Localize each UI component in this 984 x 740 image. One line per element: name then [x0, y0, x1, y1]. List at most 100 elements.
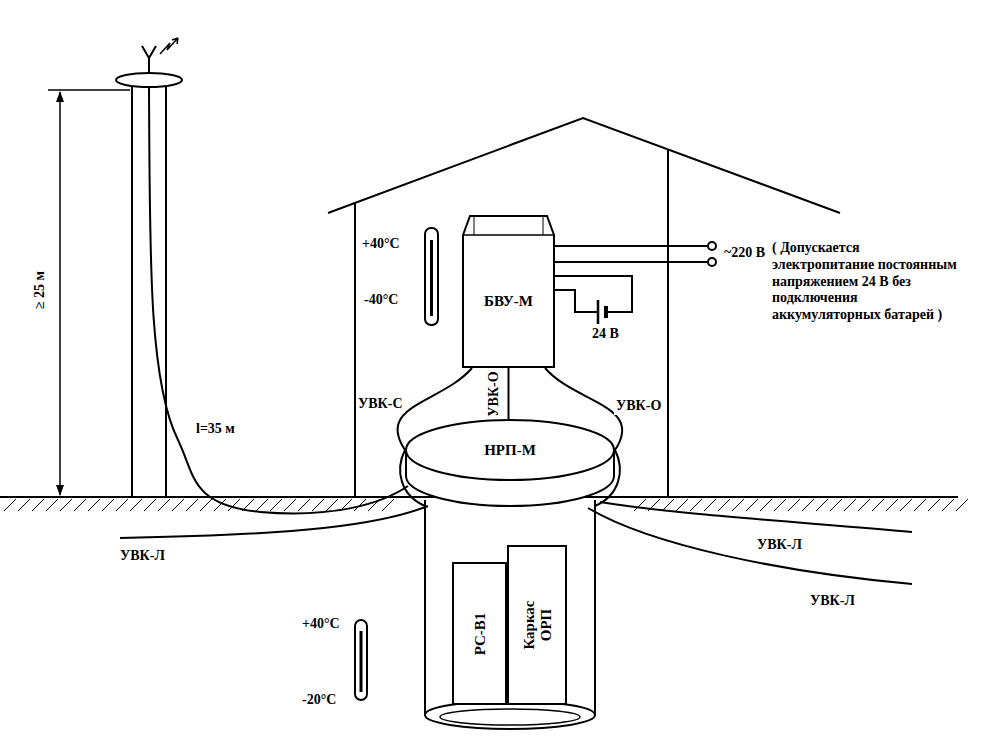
house-roof	[328, 118, 840, 213]
thermometer	[355, 620, 367, 700]
ground-hatch	[788, 499, 800, 511]
terminal	[708, 242, 716, 250]
temperature-label: +40°C	[360, 236, 402, 253]
ground-hatch	[928, 499, 940, 511]
repeater-housing: НРП-М	[405, 418, 615, 508]
power-wire	[555, 245, 708, 247]
well-bottom	[425, 701, 595, 729]
cable-label: УВК-О	[486, 369, 503, 418]
ground-hatch	[158, 499, 170, 511]
antenna-cable	[149, 86, 408, 513]
ground-hatch	[956, 499, 968, 511]
temperature-label: +40°C	[300, 616, 342, 633]
text-group: РС-В1	[471, 569, 488, 699]
cable-label: УВК-Л	[118, 548, 167, 565]
ground-hatch	[368, 499, 380, 511]
dimension-arrow	[56, 485, 64, 496]
dimension-arrow	[56, 91, 64, 102]
ground-hatch	[676, 499, 688, 511]
ground-hatch	[60, 499, 72, 511]
dimension-tick	[48, 89, 130, 91]
node-label: Каркас ОРП	[521, 585, 554, 665]
well-bottom	[440, 709, 580, 725]
equipment-rack: Каркас ОРП	[507, 545, 567, 705]
cable-label: УВК-Л	[755, 537, 804, 554]
ground-hatch	[914, 499, 926, 511]
ground-hatch	[844, 499, 856, 511]
cable-connector	[508, 368, 510, 420]
mast	[131, 86, 133, 497]
terminal	[708, 258, 716, 266]
ground-hatch	[872, 499, 884, 511]
ground-hatch	[74, 499, 86, 511]
ground-hatch	[718, 499, 730, 511]
ground-hatch	[662, 499, 674, 511]
disk-outline	[405, 418, 615, 508]
text-group: БВУ-М	[462, 235, 555, 368]
ground-hatch	[102, 499, 114, 511]
ground-hatch	[172, 499, 184, 511]
ground-hatch	[284, 499, 296, 511]
cable-length: l=35 м	[194, 421, 237, 438]
well-wall	[594, 500, 596, 715]
ground-hatch	[228, 499, 240, 511]
ground-hatch	[816, 499, 828, 511]
ground-hatch	[312, 499, 324, 511]
voltage-label: ~220 В	[722, 245, 767, 262]
ground-hatch	[900, 499, 912, 511]
cable-label: УВК-О	[614, 398, 663, 415]
ground-hatch	[382, 499, 394, 511]
temperature-label: -40°C	[362, 292, 400, 309]
control-unit-box: БВУ-М	[462, 215, 555, 368]
ground-hatch	[298, 499, 310, 511]
battery-wire	[555, 276, 632, 312]
well-wall	[424, 500, 426, 715]
house-wall	[667, 149, 669, 497]
mast-platform	[116, 73, 182, 87]
antenna-symbol	[142, 46, 156, 73]
ground-hatch	[214, 499, 226, 511]
thermometer	[425, 228, 438, 325]
dimension-label: ≥ 25 м	[32, 269, 49, 311]
ground-hatch	[704, 499, 716, 511]
ground-hatch	[130, 499, 142, 511]
box-outline	[462, 215, 555, 368]
radio-wave-symbol	[160, 38, 178, 54]
power-note: ( Допускается электропитание постоянным …	[770, 240, 966, 324]
mast	[165, 86, 167, 497]
text-group: НРП-М	[405, 438, 615, 462]
node-label: БВУ-М	[484, 293, 533, 310]
ground-hatch	[760, 499, 772, 511]
house-wall	[354, 203, 356, 497]
ground-hatch	[634, 499, 646, 511]
power-wire	[555, 261, 708, 263]
ground-hatch	[690, 499, 702, 511]
text-group: Каркас ОРП	[521, 585, 554, 665]
ground-hatch	[144, 499, 156, 511]
equipment-rack: РС-В1	[452, 562, 507, 705]
ground-hatch	[942, 499, 954, 511]
ground-hatch	[186, 499, 198, 511]
ground-hatch	[270, 499, 282, 511]
node-label: РС-В1	[471, 569, 488, 699]
ground-hatch	[886, 499, 898, 511]
battery-symbol	[604, 306, 608, 318]
ground-hatch	[116, 499, 128, 511]
ground-hatch	[46, 499, 58, 511]
temperature-label: -20°C	[300, 692, 338, 709]
ground-hatch	[830, 499, 842, 511]
ground-hatch	[4, 499, 16, 511]
ground-hatch	[774, 499, 786, 511]
voltage-label: 24 В	[590, 326, 621, 343]
cable-label: УВК-С	[356, 396, 405, 413]
ground-hatch	[256, 499, 268, 511]
dimension-line	[59, 92, 61, 495]
ground-hatch	[858, 499, 870, 511]
battery-symbol	[597, 300, 600, 324]
ground-hatch	[88, 499, 100, 511]
line-cable	[600, 502, 912, 532]
ground-hatch	[326, 499, 338, 511]
ground-hatch	[732, 499, 744, 511]
ground-hatch	[802, 499, 814, 511]
